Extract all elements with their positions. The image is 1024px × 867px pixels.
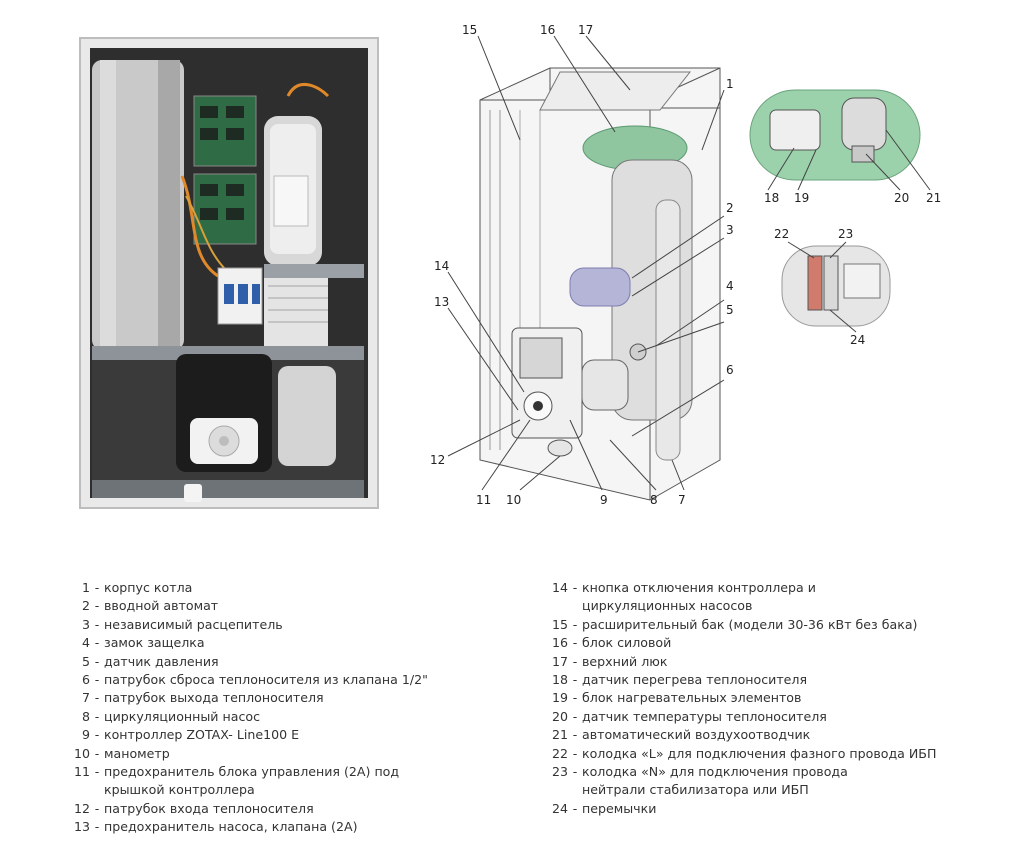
- callout-17: 17: [578, 23, 593, 37]
- callout-9: 9: [600, 493, 608, 507]
- callout-5: 5: [726, 303, 734, 317]
- legend-item: 8-циркуляционный насос: [81, 708, 261, 724]
- legend-item: 17-верхний люк: [551, 653, 668, 669]
- callout-11: 11: [476, 493, 491, 507]
- legend-item: 13-предохранитель насоса, клапана (2А): [74, 819, 358, 835]
- legend-item: 11-предохранитель блока управления (2А) …: [74, 764, 400, 798]
- legend-right-column: 14-кнопка отключения контроллера и цирку…: [546, 579, 1006, 818]
- callout-19: 19: [794, 191, 809, 205]
- callout-8: 8: [650, 493, 658, 507]
- legend-item: 16-блок силовой: [551, 635, 672, 651]
- legend-item: 14-кнопка отключения контроллера и цирку…: [551, 580, 816, 614]
- callout-7: 7: [678, 493, 686, 507]
- callout-14: 14: [434, 259, 449, 273]
- callout-16: 16: [540, 23, 555, 37]
- callout-1: 1: [726, 77, 734, 91]
- legend-item: 9-контроллер ZOTAX- Line100 E: [81, 727, 300, 743]
- legend-item: 6-патрубок сброса теплоносителя из клапа…: [81, 672, 428, 688]
- callout-2: 2: [726, 201, 734, 215]
- legend-item: 21-автоматический воздухоотводчик: [551, 727, 811, 743]
- legend-item: 20-датчик температуры теплоносителя: [551, 708, 827, 724]
- callout-15: 15: [462, 23, 477, 37]
- callout-12: 12: [430, 453, 445, 467]
- legend-item: 22-колодка «L» для подключения фазного п…: [551, 745, 937, 761]
- legend-item: 7-патрубок выхода теплоносителя: [81, 690, 324, 706]
- callout-21: 21: [926, 191, 941, 205]
- callout-3: 3: [726, 223, 734, 237]
- legend-item: 15-расширительный бак (модели 30-36 кВт …: [551, 616, 918, 632]
- legend-left-column: 1-корпус котла 2-вводной автомат 3-незав…: [74, 579, 514, 837]
- boiler-schematic: 15 16 17 1 2 3 4 5 6 7 8 9 10 11 12 13 1…: [430, 23, 941, 507]
- legend-item: 2-вводной автомат: [81, 598, 219, 614]
- legend-item: 5-датчик давления: [81, 653, 219, 669]
- legend-item: 23-колодка «N» для подключения провода н…: [551, 764, 848, 798]
- legend-item: 3-независимый расцепитель: [81, 616, 283, 632]
- legend-item: 19-блок нагревательных элементов: [551, 690, 802, 706]
- callout-10: 10: [506, 493, 521, 507]
- callout-23: 23: [838, 227, 853, 241]
- callout-6: 6: [726, 363, 734, 377]
- legend-item: 4-замок защелка: [81, 635, 205, 651]
- boiler-interior-photo: [79, 37, 379, 509]
- callout-4: 4: [726, 279, 734, 293]
- legend-item: 12-патрубок входа теплоносителя: [74, 800, 314, 816]
- callout-24: 24: [850, 333, 865, 347]
- legend-item: 24-перемычки: [551, 800, 657, 816]
- legend-item: 1-корпус котла: [81, 580, 193, 595]
- callout-13: 13: [434, 295, 449, 309]
- legend-item: 18-датчик перегрева теплоносителя: [551, 672, 808, 688]
- legend-item: 10-манометр: [74, 745, 170, 761]
- callout-18: 18: [764, 191, 779, 205]
- callout-20: 20: [894, 191, 909, 205]
- callout-22: 22: [774, 227, 789, 241]
